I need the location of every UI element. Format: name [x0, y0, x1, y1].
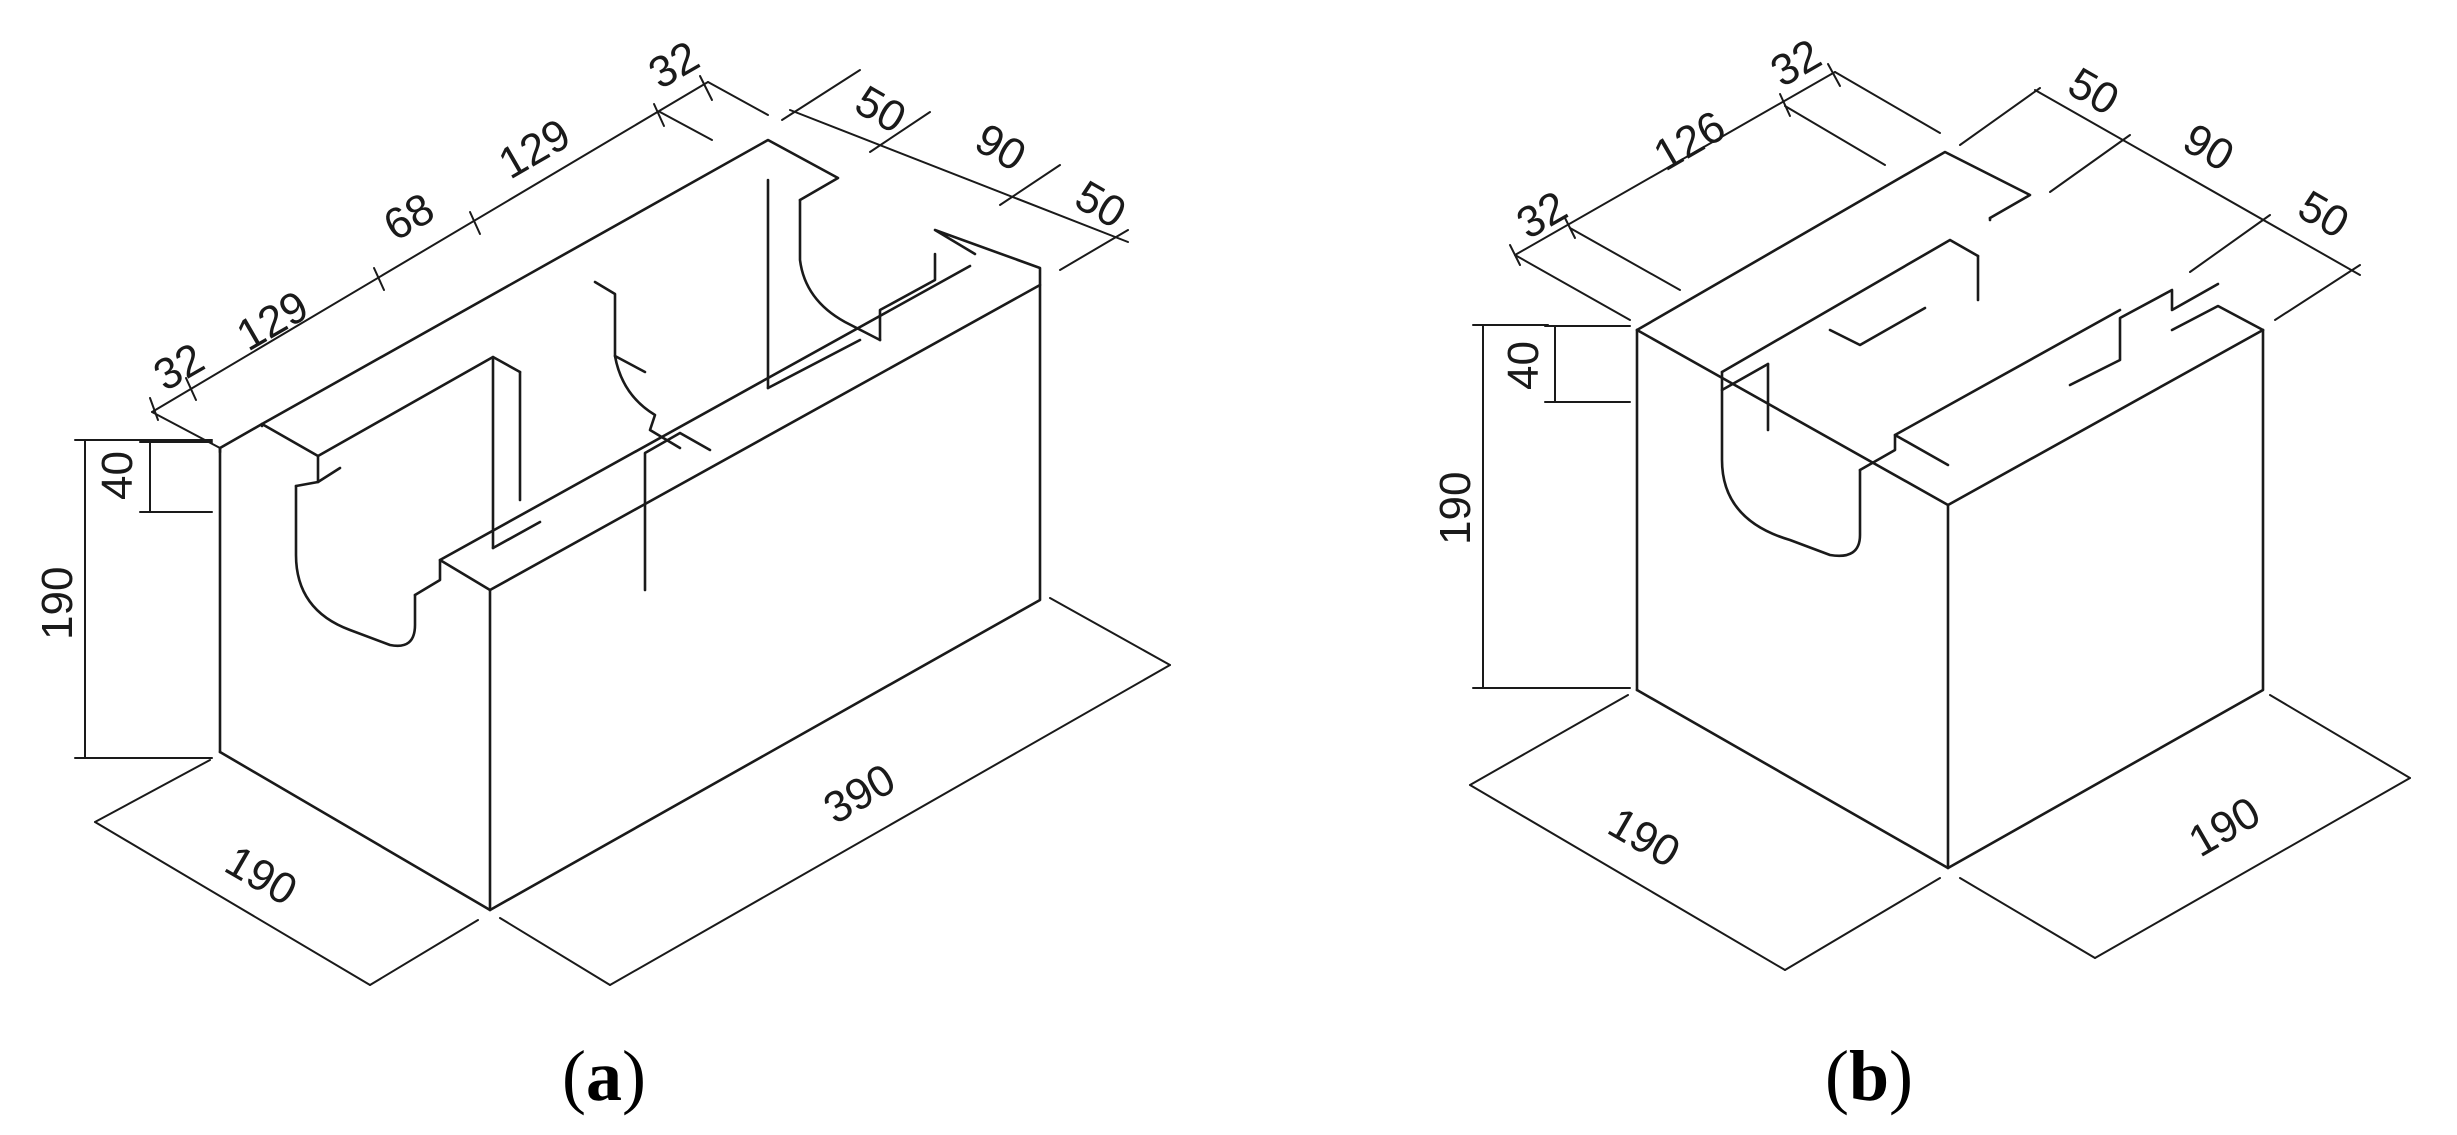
panel-a-block-outline: [218, 138, 1042, 912]
panel-a-right-dimension: [781, 69, 1129, 271]
panel-a-length-dimension: [499, 597, 1171, 986]
panel-b-dim-length: 190: [2181, 788, 2269, 867]
panel-b-width-dimension: [1469, 694, 1941, 971]
panel-b-dim-top-1: 32: [1509, 182, 1576, 249]
panel-b-height-dimension: [1472, 324, 1631, 689]
panel-b-block-outline: [1635, 150, 2265, 870]
panel-b-notch-dimension: [1544, 325, 1631, 403]
panel-a-stretcher-block: 32 129 68 129 32 50 90 50 40 190 190 390…: [33, 32, 1171, 1116]
panel-b-dim-width: 190: [1600, 798, 1688, 877]
panel-b-dim-right-1: 50: [2060, 58, 2127, 125]
panel-a-dim-notch: 40: [93, 451, 142, 500]
panel-a-width-dimension: [94, 759, 479, 986]
panel-b-length-dimension: [1959, 694, 2411, 959]
panel-a-dim-top-2: 129: [229, 282, 317, 361]
panel-b-right-dimension: [1959, 87, 2361, 321]
panel-a-dim-height: 190: [33, 567, 82, 640]
panel-b-top-dimension: [1509, 63, 1941, 321]
panel-b-dim-top-2: 126: [1646, 102, 1734, 181]
panel-a-top-dimension: [149, 75, 769, 449]
panel-b-dim-height: 190: [1431, 472, 1480, 545]
panel-a-dim-right-3: 50: [1067, 171, 1134, 238]
panel-b-dim-right-2: 90: [2175, 114, 2242, 181]
panel-a-dim-right-2: 90: [967, 114, 1034, 181]
panel-a-dim-top-3: 68: [376, 184, 443, 251]
panel-a-dim-top-4: 129: [491, 110, 579, 189]
panel-a-dim-length: 390: [816, 755, 904, 834]
panel-a-caption: (a): [562, 1036, 646, 1116]
panel-a-notch-dimension: [139, 441, 213, 513]
panel-b-dim-top-3: 32: [1763, 30, 1830, 97]
panel-b-dim-right-3: 50: [2290, 181, 2357, 248]
panel-b-half-block: 32 126 32 50 90 50 40 190 190 190 (b): [1431, 30, 2411, 1116]
panel-b-caption: (b): [1825, 1036, 1913, 1116]
panel-a-dim-right-1: 50: [847, 76, 914, 143]
panel-a-dim-top-1: 32: [146, 334, 213, 401]
panel-a-height-dimension: [74, 439, 213, 759]
panel-b-dim-notch: 40: [1499, 341, 1548, 390]
panel-a-dim-width: 190: [217, 836, 305, 915]
